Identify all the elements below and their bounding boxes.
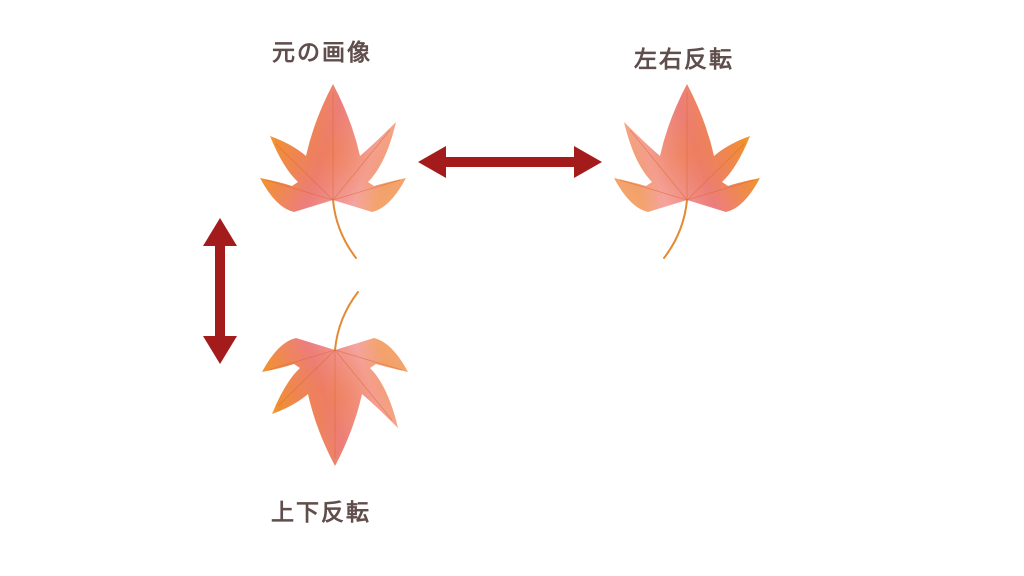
original-maple-leaf-icon [259,83,407,259]
vertical-double-arrow-icon [203,218,237,364]
horizontal-flip-label: 左右反転 [634,47,734,73]
horizontal-double-arrow-icon [418,146,602,178]
vertically-flipped-maple-leaf-icon [261,291,409,467]
original-image-label: 元の画像 [272,40,372,66]
vertical-flip-label: 上下反転 [271,500,371,526]
horizontally-flipped-maple-leaf-icon [613,83,761,259]
